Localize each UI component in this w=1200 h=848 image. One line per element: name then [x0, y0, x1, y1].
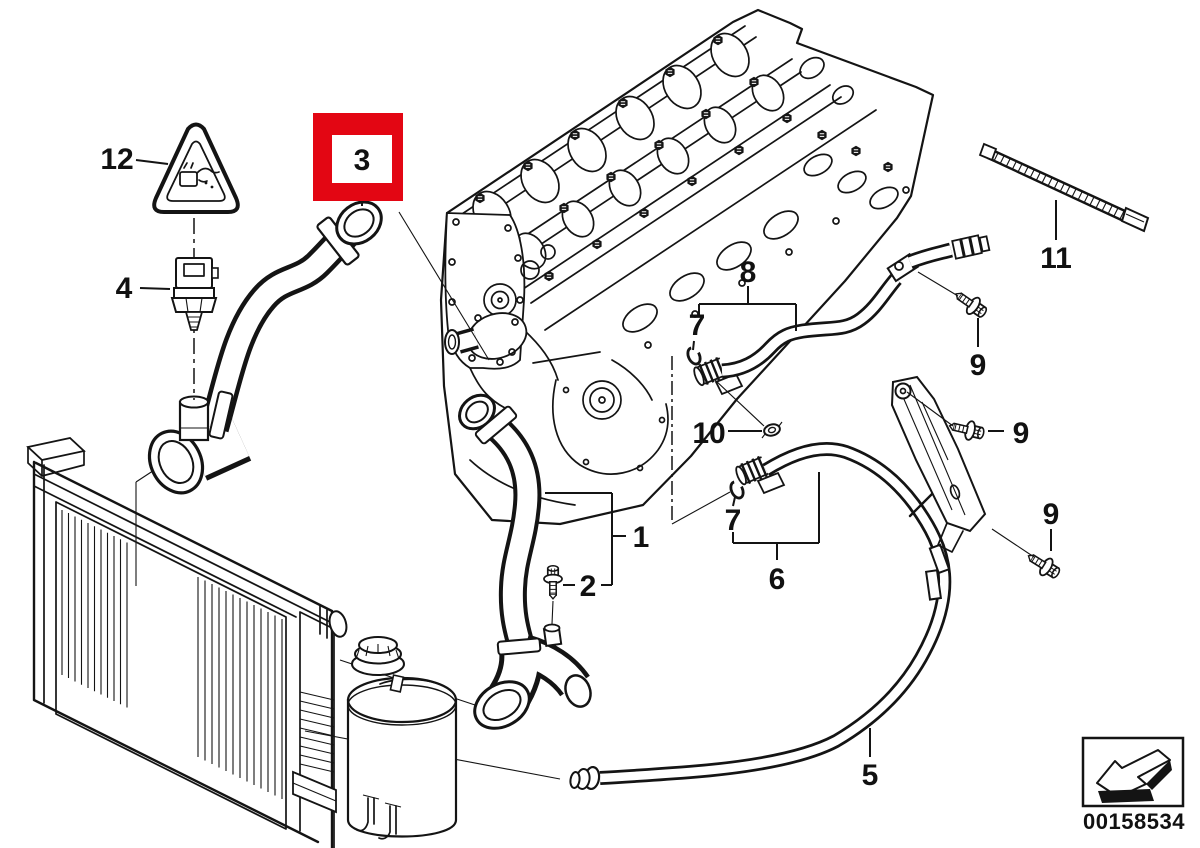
callout-leaders	[135, 159, 1057, 757]
callout-9c[interactable]: 9	[1043, 498, 1060, 531]
callout-7a[interactable]: 7	[689, 309, 706, 342]
callout-4[interactable]: 4	[116, 272, 133, 305]
direction-arrow-icon	[1096, 749, 1172, 803]
hose-3-upper-radiator	[147, 200, 383, 495]
bolt-9c	[1022, 546, 1064, 584]
bolt-9a	[949, 285, 992, 323]
hose-strap-11	[978, 142, 1150, 233]
hose-8-heater-hose	[690, 234, 991, 396]
callout-3[interactable]: 3	[354, 144, 371, 177]
direction-arrow-box	[1081, 736, 1185, 808]
callout-10[interactable]: 10	[692, 417, 725, 450]
callout-5[interactable]: 5	[862, 759, 879, 792]
leader-lines	[398, 211, 1035, 625]
callout-1[interactable]: 1	[633, 521, 650, 554]
part-number-label: 00158534	[1083, 809, 1185, 834]
screw-2	[543, 564, 563, 600]
callout-9a[interactable]: 9	[970, 349, 987, 382]
callout-12[interactable]: 12	[100, 143, 133, 176]
expansion-tank	[346, 636, 458, 840]
warning-triangle-icon	[152, 122, 240, 214]
callout-11[interactable]: 11	[1040, 242, 1072, 275]
callout-8[interactable]: 8	[740, 256, 757, 289]
clip-10	[761, 421, 783, 439]
engine-block	[439, 8, 935, 526]
coolant-warning-pictogram	[179, 162, 220, 189]
callout-7b[interactable]: 7	[725, 504, 742, 537]
radiator	[26, 437, 348, 848]
callout-6[interactable]: 6	[769, 563, 786, 596]
highlight-box-callout-3[interactable]	[313, 113, 403, 201]
hose-6-pipe-assembly	[569, 375, 987, 791]
callout-2[interactable]: 2	[580, 570, 597, 603]
hose-1-water-hose	[458, 393, 592, 730]
temperature-sensor-4	[170, 257, 219, 331]
callout-9b[interactable]: 9	[1013, 417, 1030, 450]
